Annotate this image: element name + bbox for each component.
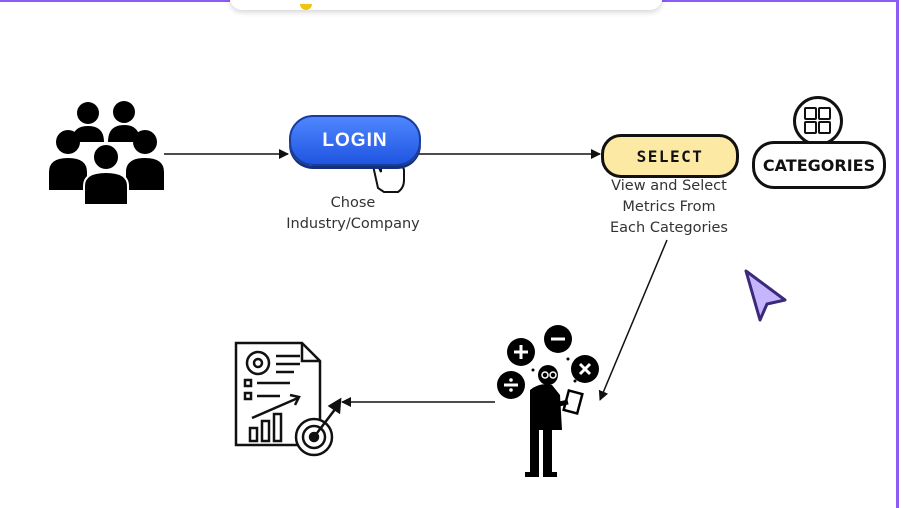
select-caption: View and Select Metrics From Each Catego… <box>596 176 742 239</box>
report-target-icon <box>234 341 342 457</box>
select-caption-line: Each Categories <box>610 220 728 236</box>
login-caption-line: Chose <box>330 195 376 211</box>
frame-border-top-left <box>0 0 230 2</box>
login-caption-line: Industry/Company <box>286 216 420 232</box>
calculator-person-icon <box>497 325 599 477</box>
login-caption: Chose Industry/Company <box>268 193 438 235</box>
users-group-icon <box>49 101 164 206</box>
arrow-pointer-icon[interactable] <box>744 269 787 322</box>
select-button[interactable]: SELECT <box>601 134 739 178</box>
frame-border-right <box>896 0 899 508</box>
select-caption-line: Metrics From <box>622 199 716 215</box>
grid-icon <box>793 96 843 146</box>
categories-badge: CATEGORIES <box>752 141 886 189</box>
frame-border-top-right <box>662 0 898 2</box>
top-toolbar-card <box>230 0 662 10</box>
login-button[interactable]: LOGIN <box>289 115 421 166</box>
arrow-select-to-analyst <box>598 239 668 401</box>
select-caption-line: View and Select <box>611 178 727 194</box>
